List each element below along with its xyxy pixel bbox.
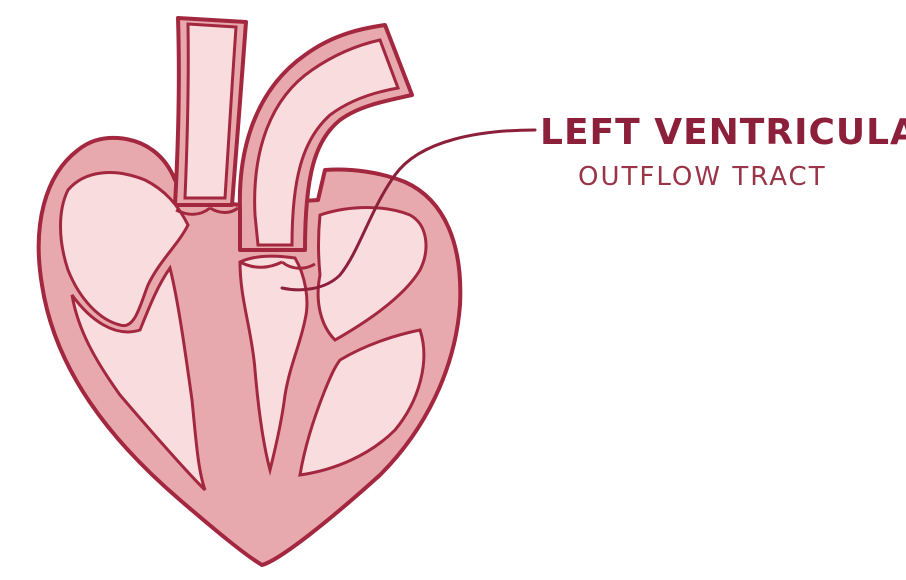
label-primary: LEFT VENTRICULAR (540, 112, 906, 153)
label-secondary: OUTFLOW TRACT (578, 162, 827, 192)
